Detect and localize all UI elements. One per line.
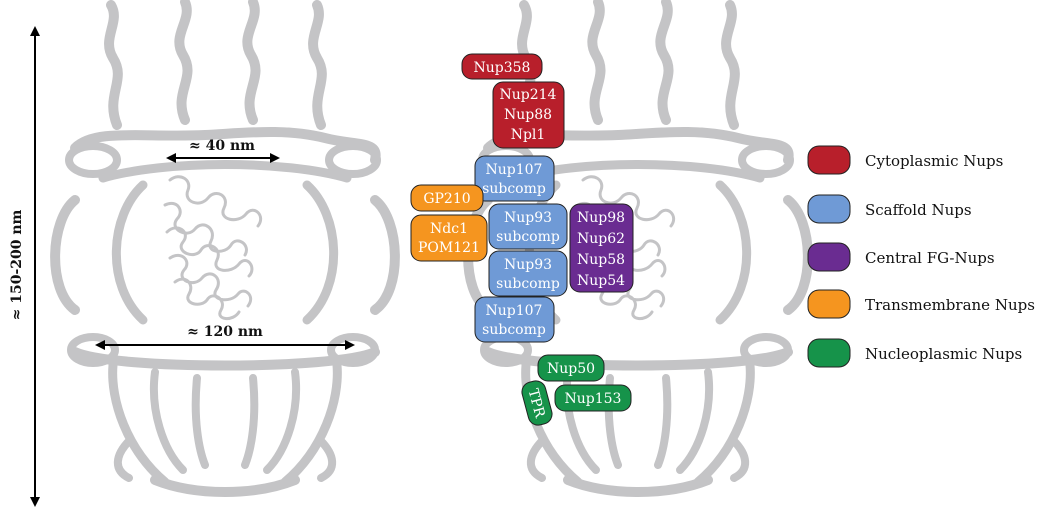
pom121-label: POM121 <box>418 240 480 256</box>
nup107-bottom-box: Nup107 subcomp <box>475 297 554 342</box>
legend-label: Nucleoplasmic Nups <box>865 345 1022 363</box>
ndc1-pom121-box: Ndc1 POM121 <box>411 215 487 261</box>
nup214-complex-box: Nup214 Nup88 Npl1 <box>493 82 564 148</box>
nup107-top-sub: subcomp <box>482 181 546 197</box>
nup93-b-sub: subcomp <box>496 276 560 292</box>
legend-item-nucleoplasmic: Nucleoplasmic Nups <box>808 339 1022 367</box>
nup98-label: Nup98 <box>577 210 625 226</box>
legend-item-cytoplasmic: Cytoplasmic Nups <box>808 146 1003 174</box>
legend-label: Scaffold Nups <box>865 201 972 219</box>
gp210-box: GP210 <box>411 185 483 211</box>
nup54-label: Nup54 <box>577 273 625 289</box>
legend-label: Central FG-Nups <box>865 249 995 267</box>
gp210-label: GP210 <box>423 191 470 207</box>
ndc1-label: Ndc1 <box>430 221 468 237</box>
legend-label: Cytoplasmic Nups <box>865 152 1003 170</box>
legend-item-transmembrane: Transmembrane Nups <box>808 290 1035 318</box>
legend-label: Transmembrane Nups <box>865 296 1035 314</box>
top-width-label: ≈ 40 nm <box>189 138 255 154</box>
nup88-label: Nup88 <box>504 107 552 123</box>
legend: Cytoplasmic Nups Scaffold Nups Central F… <box>808 146 1035 367</box>
nup107-bottom-sub: subcomp <box>482 322 546 338</box>
nup62-label: Nup62 <box>577 231 625 247</box>
top-width-dimension: ≈ 40 nm <box>168 138 278 158</box>
bottom-width-dimension: ≈ 120 nm <box>97 324 353 345</box>
nup214-label: Nup214 <box>500 87 557 103</box>
nup107-top-box: Nup107 subcomp <box>475 156 554 201</box>
nup107-top-label: Nup107 <box>486 162 543 178</box>
nup358-box: Nup358 <box>462 54 542 79</box>
nup50-box: Nup50 <box>538 355 604 381</box>
nup153-box: Nup153 <box>555 385 631 411</box>
bottom-width-label: ≈ 120 nm <box>187 324 263 340</box>
nup153-label: Nup153 <box>565 391 622 407</box>
legend-item-central-fg: Central FG-Nups <box>808 243 995 271</box>
nup358-label: Nup358 <box>474 60 531 76</box>
left-pore-outline <box>55 2 395 492</box>
central-fg-box: Nup98 Nup62 Nup58 Nup54 <box>570 204 633 292</box>
nup93-b-label: Nup93 <box>504 257 552 273</box>
nup58-label: Nup58 <box>577 252 625 268</box>
height-dimension: ≈ 150-200 nm <box>9 28 35 505</box>
nup93-a-sub: subcomp <box>496 229 560 245</box>
npl1-label: Npl1 <box>511 127 546 143</box>
height-label: ≈ 150-200 nm <box>9 209 25 320</box>
nup93-a-label: Nup93 <box>504 210 552 226</box>
tpr-box: TPR <box>520 379 555 428</box>
nup93-b-box: Nup93 subcomp <box>489 251 567 296</box>
nup107-bottom-label: Nup107 <box>486 303 543 319</box>
legend-item-scaffold: Scaffold Nups <box>808 195 972 223</box>
nup93-a-box: Nup93 subcomp <box>489 204 567 249</box>
nup50-label: Nup50 <box>547 361 595 377</box>
